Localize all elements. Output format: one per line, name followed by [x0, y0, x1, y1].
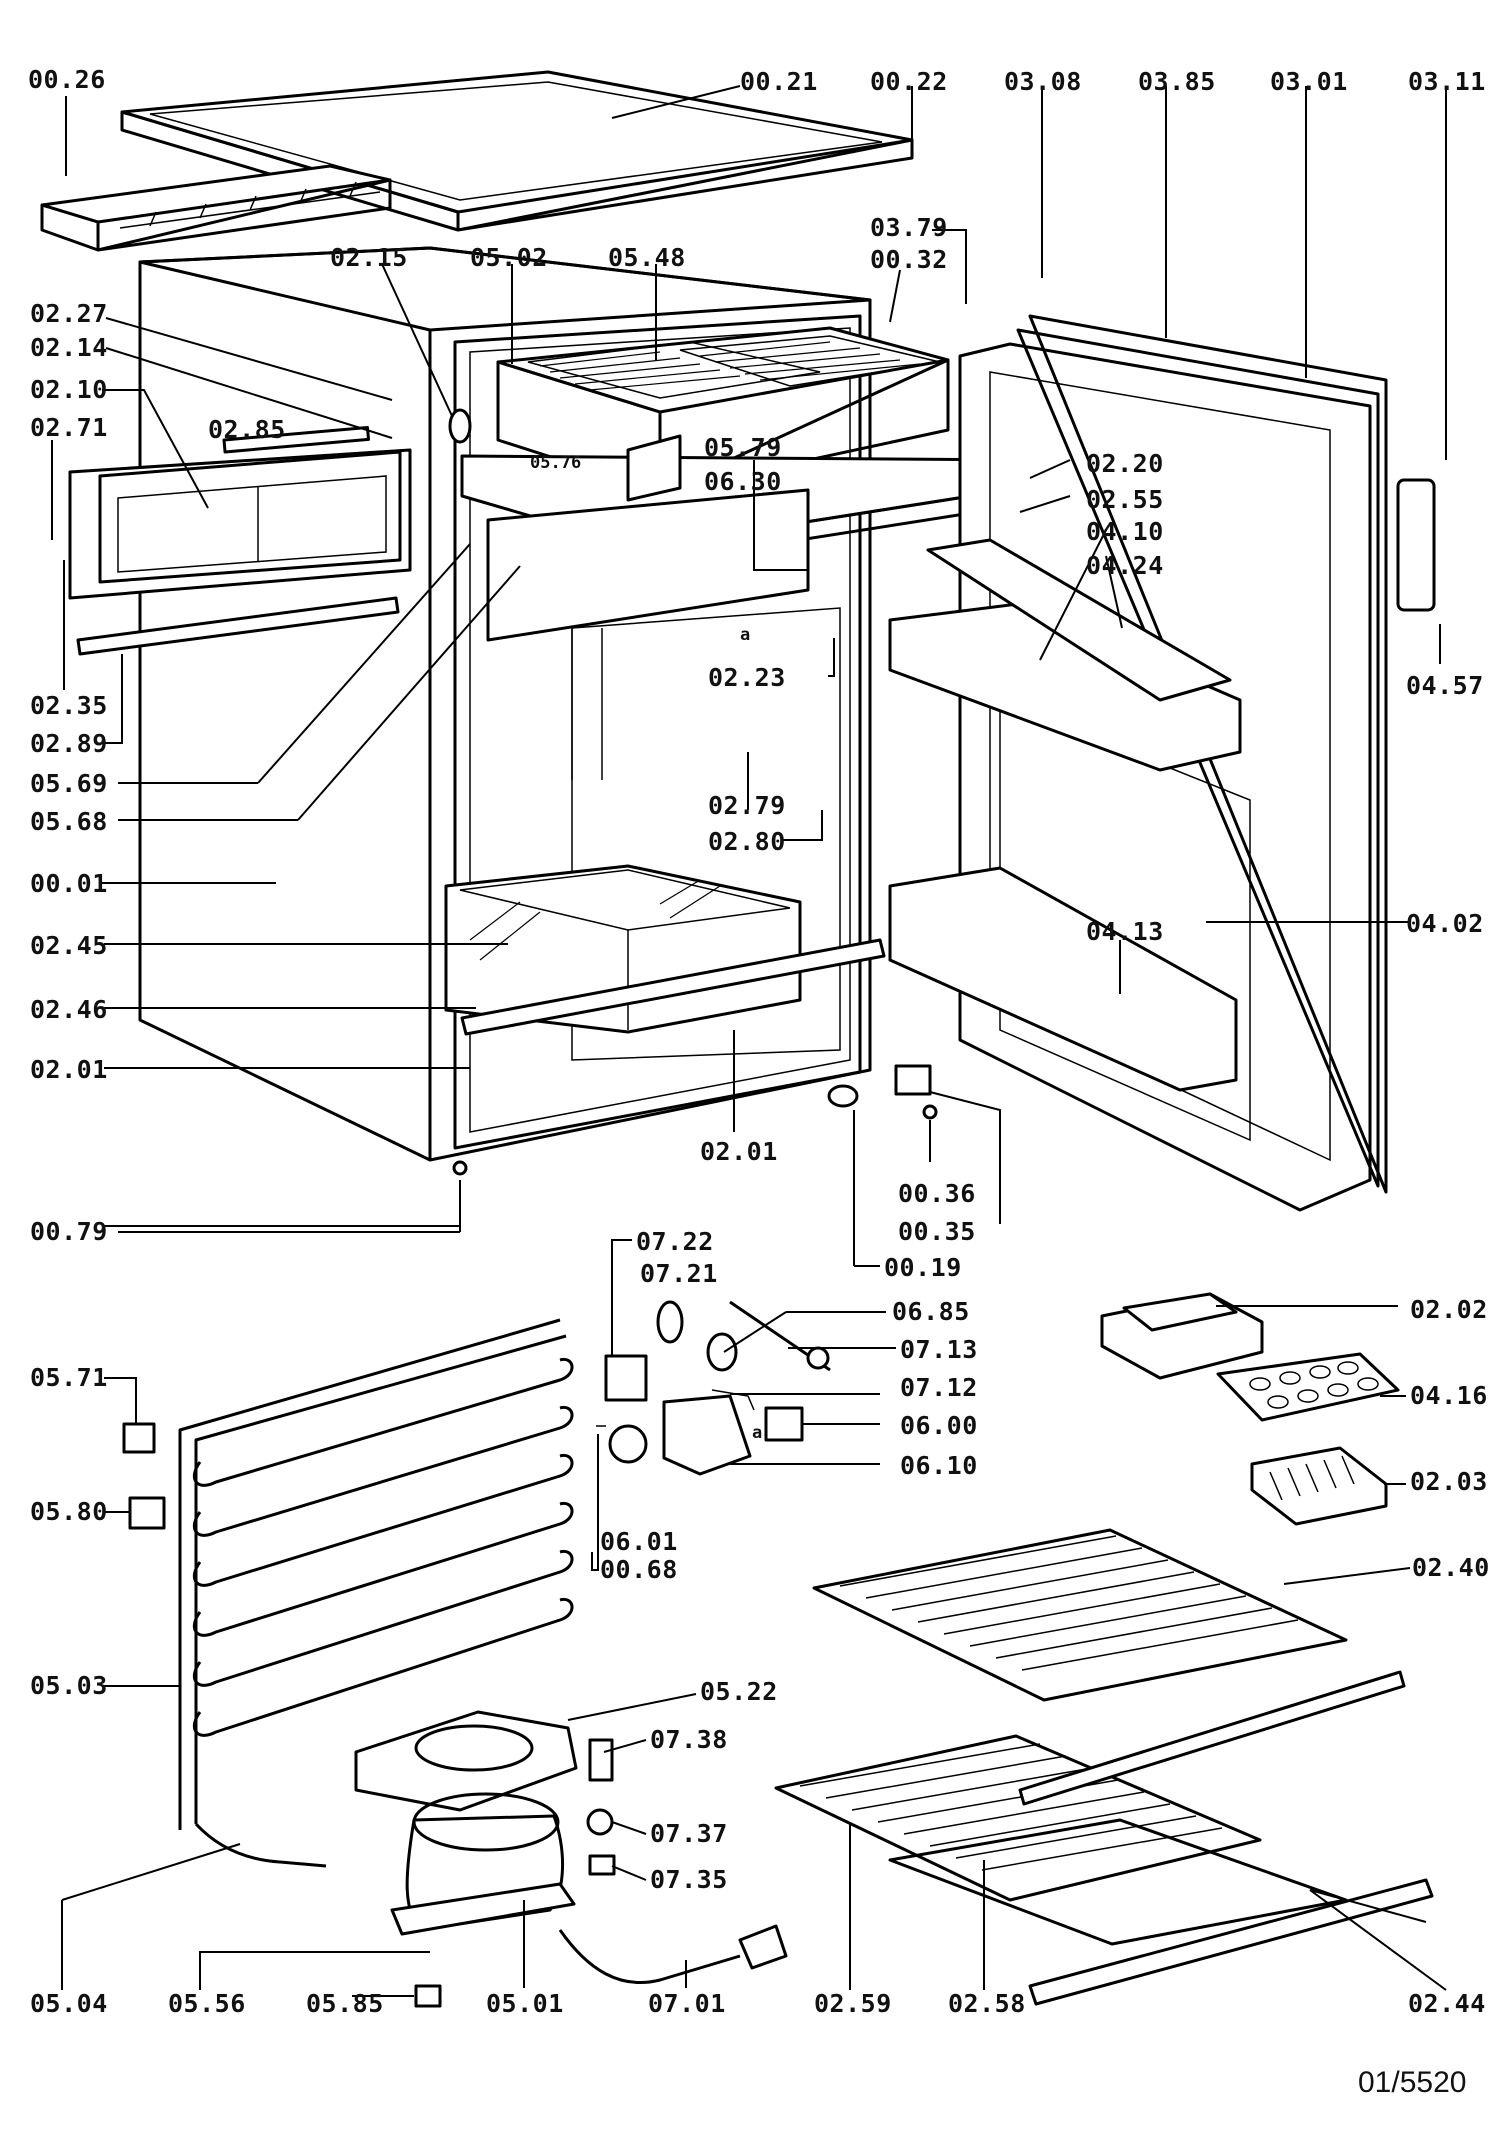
label-05-79: 05.79	[704, 433, 782, 462]
crisper-drawers-part	[444, 864, 886, 1036]
label-02-02: 02.02	[1410, 1295, 1488, 1324]
label-07-35: 07.35	[650, 1865, 728, 1894]
label-07-13: 07.13	[900, 1335, 978, 1364]
freezer-compartment-part	[448, 326, 1032, 642]
label-07-37: 07.37	[650, 1819, 728, 1848]
label-05-76: 05.76	[530, 453, 581, 473]
label-00-21: 00.21	[740, 67, 818, 96]
label-06-10: 06.10	[900, 1451, 978, 1480]
label-03-11: 03.11	[1408, 67, 1486, 96]
label-05-69: 05.69	[30, 769, 108, 798]
label-02-79: 02.79	[708, 791, 786, 820]
label-05-03: 05.03	[30, 1671, 108, 1700]
label-00-26: 00.26	[28, 65, 106, 94]
label-05-04: 05.04	[30, 1989, 108, 2018]
label-02-01-center: 02.01	[700, 1137, 778, 1166]
label-05-85: 05.85	[306, 1989, 384, 2018]
label-02-45: 02.45	[30, 931, 108, 960]
label-07-01: 07.01	[648, 1989, 726, 2018]
label-02-46: 02.46	[30, 995, 108, 1024]
compressor-part	[354, 1710, 788, 2008]
label-05-56: 05.56	[168, 1989, 246, 2018]
label-00-68: 00.68	[600, 1555, 678, 1584]
label-02-15: 02.15	[330, 243, 408, 272]
label-02-10: 02.10	[30, 375, 108, 404]
label-00-22: 00.22	[870, 67, 948, 96]
label-06-85: 06.85	[892, 1297, 970, 1326]
label-03-79: 03.79	[870, 213, 948, 242]
label-02-71: 02.71	[30, 413, 108, 442]
leader-lines	[51, 85, 1447, 1997]
label-02-85: 02.85	[208, 415, 286, 444]
label-02-20: 02.20	[1086, 449, 1164, 478]
accessories-part	[1100, 1292, 1400, 1526]
label-05-68: 05.68	[30, 807, 108, 836]
label-02-58: 02.58	[948, 1989, 1026, 2018]
wire-shelves-part	[774, 1528, 1434, 2006]
label-04-02: 04.02	[1406, 909, 1484, 938]
label-04-13: 04.13	[1086, 917, 1164, 946]
label-02-01-left: 02.01	[30, 1055, 108, 1084]
label-00-19: 00.19	[884, 1253, 962, 1282]
label-02-44: 02.44	[1408, 1989, 1486, 2018]
label-02-80: 02.80	[708, 827, 786, 856]
label-04-57: 04.57	[1406, 671, 1484, 700]
refrigerator-exploded-drawing	[40, 70, 1436, 2008]
label-05-80: 05.80	[30, 1497, 108, 1526]
callout-a-1: a	[740, 625, 750, 645]
label-02-35: 02.35	[30, 691, 108, 720]
freezer-flap-part	[68, 425, 412, 656]
label-07-21: 07.21	[640, 1259, 718, 1288]
door-part	[888, 314, 1436, 1212]
label-03-01: 03.01	[1270, 67, 1348, 96]
label-05-01: 05.01	[486, 1989, 564, 2018]
label-05-02: 05.02	[470, 243, 548, 272]
drawing-reference-number: 01/5520	[1358, 2066, 1466, 2099]
label-07-12: 07.12	[900, 1373, 978, 1402]
part-labels: 00.26 00.21 00.22 03.08 03.85 03.01 03.1…	[28, 65, 1490, 2099]
top-rail-part	[40, 164, 392, 252]
label-00-35: 00.35	[898, 1217, 976, 1246]
label-02-23: 02.23	[708, 663, 786, 692]
label-02-27: 02.27	[30, 299, 108, 328]
label-00-01: 00.01	[30, 869, 108, 898]
label-02-59: 02.59	[814, 1989, 892, 2018]
label-02-14: 02.14	[30, 333, 108, 362]
label-04-16: 04.16	[1410, 1381, 1488, 1410]
label-02-40: 02.40	[1412, 1553, 1490, 1582]
label-04-10: 04.10	[1086, 517, 1164, 546]
label-05-71: 05.71	[30, 1363, 108, 1392]
label-02-55: 02.55	[1086, 485, 1164, 514]
hinge-fittings-part	[452, 1064, 938, 1176]
thermostat-lamp-group-part	[596, 1300, 831, 1476]
label-00-36: 00.36	[898, 1179, 976, 1208]
label-07-22: 07.22	[636, 1227, 714, 1256]
label-00-79: 00.79	[30, 1217, 108, 1246]
label-02-89: 02.89	[30, 729, 108, 758]
label-06-00: 06.00	[900, 1411, 978, 1440]
label-03-08: 03.08	[1004, 67, 1082, 96]
label-05-22: 05.22	[700, 1677, 778, 1706]
callout-a-2: a	[752, 1423, 762, 1443]
label-06-30: 06.30	[704, 467, 782, 496]
label-02-03: 02.03	[1410, 1467, 1488, 1496]
label-06-01: 06.01	[600, 1527, 678, 1556]
label-03-85: 03.85	[1138, 67, 1216, 96]
label-04-24: 04.24	[1086, 551, 1164, 580]
label-05-48: 05.48	[608, 243, 686, 272]
label-07-38: 07.38	[650, 1725, 728, 1754]
label-00-32: 00.32	[870, 245, 948, 274]
